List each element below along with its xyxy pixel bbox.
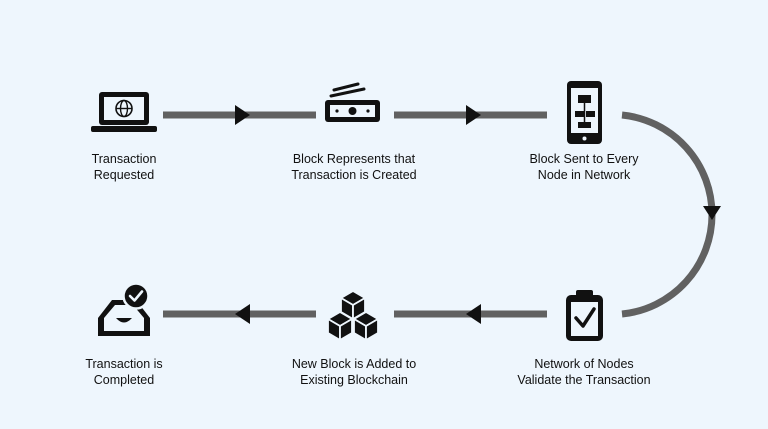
arrowhead-left-icon — [235, 304, 250, 324]
arrowhead-down-icon — [703, 206, 721, 220]
arrowhead-right-icon — [466, 105, 481, 125]
connector-3-to-4-curve — [621, 111, 721, 318]
inbox-check-icon — [98, 282, 150, 336]
step-1-label: Transaction Requested — [91, 152, 157, 182]
connector-5-to-6 — [163, 304, 316, 324]
step-5-label: New Block is Added to Existing Blockchai… — [291, 357, 417, 387]
connector-4-to-5 — [394, 304, 547, 324]
step-2-label: Block Represents that Transaction is Cre… — [291, 152, 417, 182]
step-4-label: Network of Nodes Validate the Transactio… — [517, 357, 651, 387]
clipboard-check-icon — [566, 290, 603, 341]
block-card-icon — [325, 82, 380, 122]
cubes-stack-icon — [327, 290, 379, 341]
arrowhead-left-icon — [466, 304, 481, 324]
step-3-label: Block Sent to Every Node in Network — [529, 152, 639, 182]
phone-network-icon — [567, 81, 602, 144]
arrowhead-right-icon — [235, 105, 250, 125]
connector-2-to-3 — [394, 105, 547, 125]
connector-1-to-2 — [163, 105, 316, 125]
laptop-globe-icon — [91, 92, 157, 132]
step-6-label: Transaction is Completed — [85, 357, 163, 387]
